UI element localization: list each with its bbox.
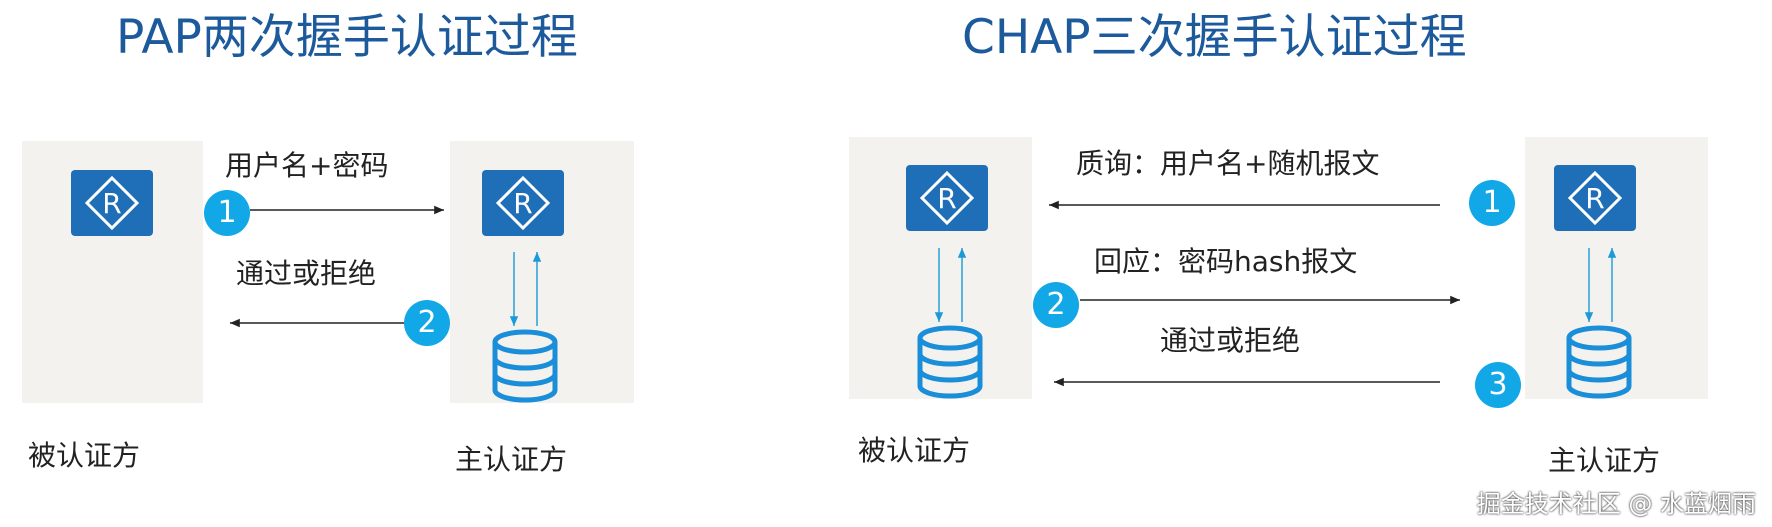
chap-message-3: 通过或拒绝	[1160, 324, 1301, 357]
pap-step-1-badge: 1	[204, 190, 250, 236]
pap-step-2-badge: 2	[404, 300, 450, 346]
svg-text:R: R	[937, 182, 956, 215]
chap-step-3-badge: 3	[1475, 362, 1521, 408]
chap-supplicant-label: 被认证方	[858, 434, 971, 467]
router-icon: R	[906, 165, 988, 231]
chap-message-2: 回应：密码hash报文	[1094, 245, 1358, 278]
svg-text:R: R	[1585, 182, 1604, 215]
router-icon: R	[482, 170, 564, 236]
database-icon	[492, 329, 558, 403]
chap-message-1: 质询：用户名+随机报文	[1076, 147, 1380, 180]
pap-supplicant-label: 被认证方	[28, 439, 141, 472]
watermark: 掘金技术社区 @ 水蓝烟雨	[1476, 490, 1756, 518]
svg-text:R: R	[513, 187, 532, 220]
pap-title: PAP两次握手认证过程	[116, 10, 578, 65]
pap-authenticator-label: 主认证方	[455, 443, 568, 476]
pap-message-2: 通过或拒绝	[236, 257, 377, 290]
router-icon: R	[1554, 165, 1636, 231]
svg-text:R: R	[102, 187, 121, 220]
router-icon: R	[71, 170, 153, 236]
chap-authenticator-label: 主认证方	[1548, 444, 1661, 477]
chap-step-2-badge: 2	[1033, 282, 1079, 328]
chap-title: CHAP三次握手认证过程	[962, 10, 1467, 65]
pap-message-1: 用户名+密码	[225, 149, 389, 182]
chap-step-1-badge: 1	[1469, 180, 1515, 226]
database-icon	[1566, 325, 1632, 399]
database-icon	[917, 325, 983, 399]
